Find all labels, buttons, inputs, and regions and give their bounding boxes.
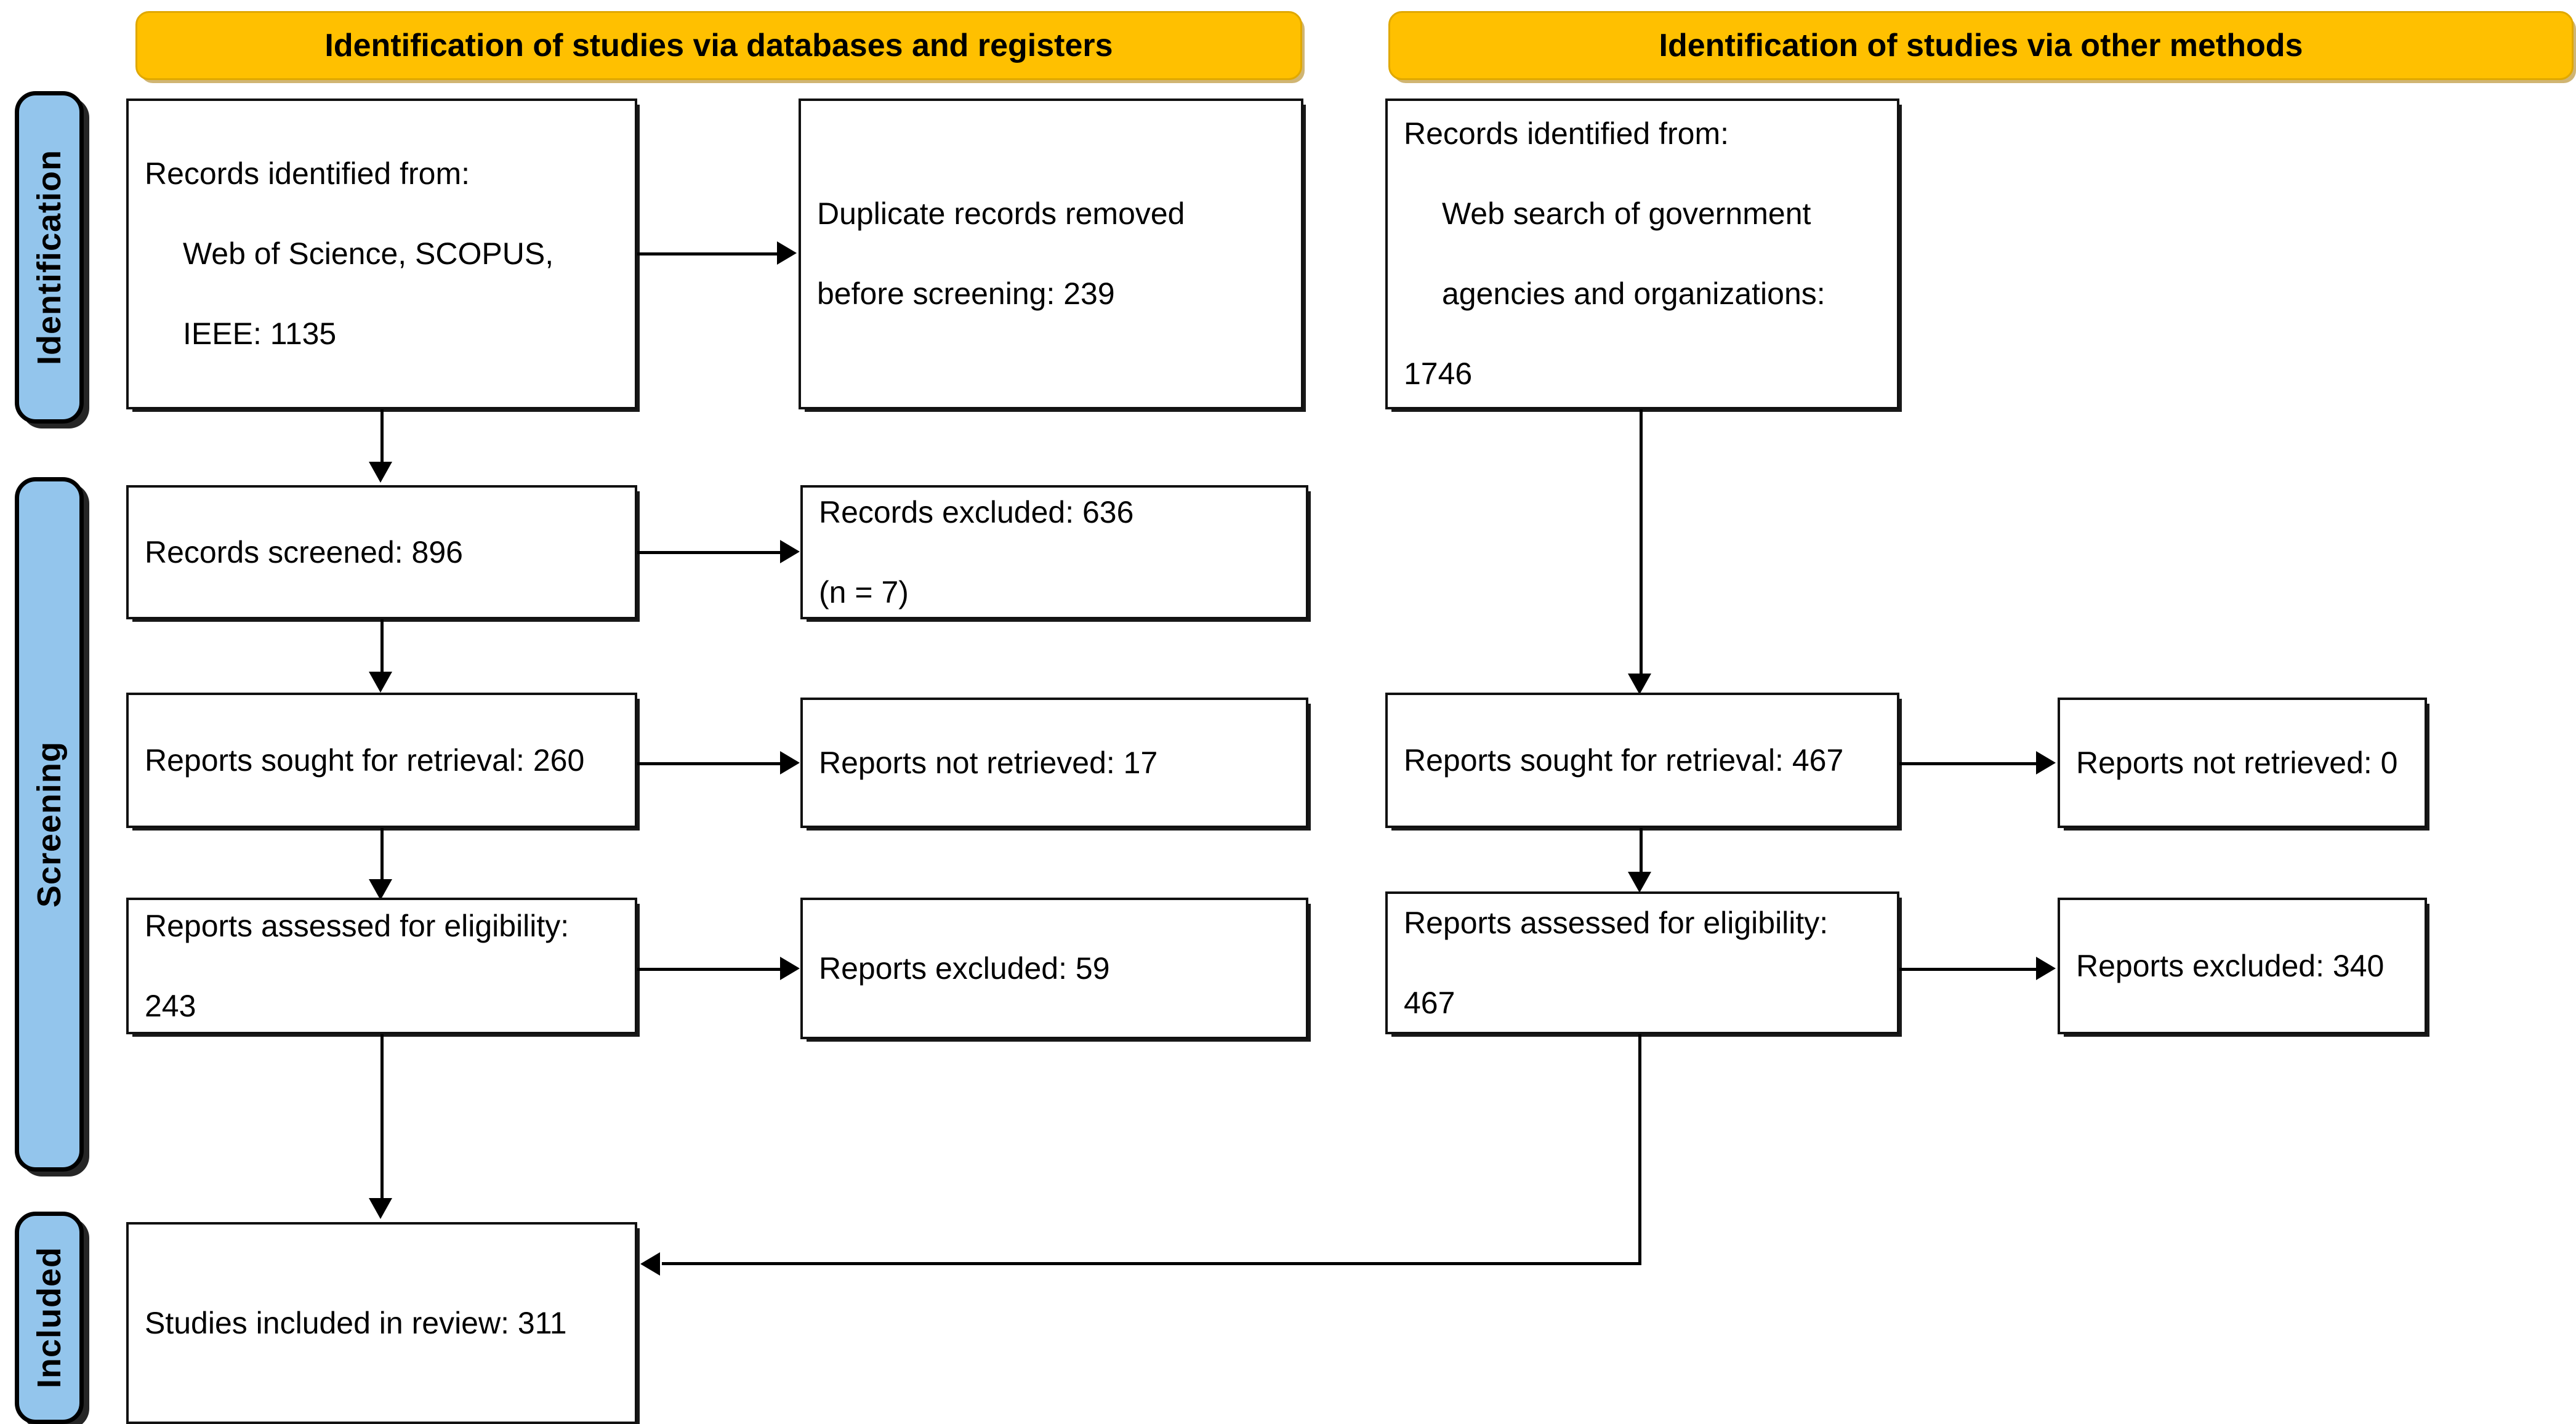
arrowhead-sought-to-assessed-other bbox=[1628, 872, 1651, 893]
connector-identified-to-screened bbox=[380, 409, 384, 464]
reports-not-retrieved-db-line1: Reports not retrieved: 17 bbox=[819, 745, 1158, 780]
box-reports-assessed-other: Reports assessed for eligibility: 467 bbox=[1385, 891, 1899, 1034]
reports-sought-db-line1: Reports sought for retrieval: 260 bbox=[145, 742, 585, 778]
box-reports-excluded-other: Reports excluded: 340 bbox=[2058, 898, 2427, 1034]
arrowhead-sought-to-not-retrieved-other bbox=[2036, 751, 2056, 774]
stage-band-identification: Identification bbox=[15, 91, 84, 424]
stage-band-included-label: Included bbox=[31, 1247, 68, 1389]
arrowhead-identified-to-screened bbox=[369, 462, 392, 483]
connector-identified-other-to-sought bbox=[1640, 409, 1643, 675]
reports-excluded-db-line1: Reports excluded: 59 bbox=[819, 951, 1110, 986]
stage-band-screening: Screening bbox=[15, 477, 84, 1172]
connector-assessed-other-down bbox=[1638, 1034, 1641, 1265]
reports-excluded-other-line1: Reports excluded: 340 bbox=[2076, 948, 2385, 983]
arrowhead-sought-to-not-retrieved-db bbox=[780, 751, 800, 774]
box-reports-assessed-databases: Reports assessed for eligibility: 243 bbox=[126, 898, 637, 1034]
reports-sought-other-line1: Reports sought for retrieval: 467 bbox=[1404, 742, 1844, 778]
duplicates-removed-line2: before screening: 239 bbox=[817, 276, 1115, 311]
reports-assessed-other-line1: Reports assessed for eligibility: bbox=[1404, 905, 1829, 940]
connector-identified-to-duplicates bbox=[637, 252, 779, 255]
stage-band-identification-label: Identification bbox=[31, 150, 68, 365]
stage-band-screening-label: Screening bbox=[31, 741, 68, 908]
arrowhead-identified-to-duplicates bbox=[777, 241, 797, 265]
records-screened-line1: Records screened: 896 bbox=[145, 534, 463, 569]
arrowhead-assessed-other-to-included bbox=[640, 1252, 660, 1276]
box-reports-not-retrieved-databases: Reports not retrieved: 17 bbox=[800, 698, 1308, 828]
records-excluded-line1: Records excluded: 636 bbox=[819, 494, 1134, 529]
box-records-excluded: Records excluded: 636 (n = 7) bbox=[800, 485, 1308, 619]
records-identified-other-line4: 1746 bbox=[1404, 356, 1473, 391]
records-identified-db-line3: IEEE: 1135 bbox=[183, 316, 337, 351]
header-other-methods-label: Identification of studies via other meth… bbox=[1659, 28, 2303, 63]
box-records-screened: Records screened: 896 bbox=[126, 485, 637, 619]
connector-sought-to-not-retrieved-other bbox=[1899, 762, 2038, 765]
stage-band-included: Included bbox=[15, 1212, 84, 1424]
box-reports-sought-databases: Reports sought for retrieval: 260 bbox=[126, 693, 637, 828]
reports-not-retrieved-other-line1: Reports not retrieved: 0 bbox=[2076, 745, 2398, 780]
box-records-identified-databases: Records identified from: Web of Science,… bbox=[126, 99, 637, 409]
header-other-methods: Identification of studies via other meth… bbox=[1388, 11, 2574, 80]
connector-assessed-to-excluded-db bbox=[637, 968, 782, 971]
connector-sought-to-assessed-db bbox=[380, 828, 384, 881]
header-databases-registers-label: Identification of studies via databases … bbox=[324, 28, 1113, 63]
reports-assessed-db-line2: 243 bbox=[145, 988, 196, 1023]
arrowhead-assessed-to-excluded-other bbox=[2036, 957, 2056, 980]
header-databases-registers: Identification of studies via databases … bbox=[135, 11, 1302, 80]
connector-sought-to-assessed-other bbox=[1640, 828, 1643, 874]
records-identified-db-line1: Records identified from: bbox=[145, 156, 470, 191]
records-identified-other-line2: Web search of government bbox=[1442, 196, 1811, 231]
connector-screened-to-sought bbox=[380, 619, 384, 674]
arrowhead-assessed-db-to-included bbox=[369, 1198, 392, 1219]
arrowhead-identified-other-to-sought bbox=[1628, 674, 1651, 694]
box-studies-included-in-review: Studies included in review: 311 bbox=[126, 1222, 637, 1424]
box-duplicate-records-removed: Duplicate records removed before screeni… bbox=[799, 99, 1303, 409]
records-excluded-line2: (n = 7) bbox=[819, 574, 909, 609]
connector-sought-to-not-retrieved-db bbox=[637, 762, 782, 765]
reports-assessed-db-line1: Reports assessed for eligibility: bbox=[145, 908, 570, 943]
box-reports-excluded-databases: Reports excluded: 59 bbox=[800, 898, 1308, 1039]
records-identified-other-line1: Records identified from: bbox=[1404, 116, 1729, 151]
reports-assessed-other-line2: 467 bbox=[1404, 985, 1455, 1020]
box-reports-not-retrieved-other: Reports not retrieved: 0 bbox=[2058, 698, 2427, 828]
connector-assessed-to-excluded-other bbox=[1899, 968, 2038, 971]
arrowhead-screened-to-excluded bbox=[780, 540, 800, 563]
box-records-identified-other: Records identified from: Web search of g… bbox=[1385, 99, 1899, 409]
arrowhead-assessed-to-excluded-db bbox=[780, 957, 800, 980]
studies-included-line1: Studies included in review: 311 bbox=[145, 1305, 567, 1340]
connector-screened-to-excluded bbox=[637, 551, 782, 554]
records-identified-db-line2: Web of Science, SCOPUS, bbox=[183, 236, 554, 271]
duplicates-removed-line1: Duplicate records removed bbox=[817, 196, 1185, 231]
arrowhead-screened-to-sought bbox=[369, 672, 392, 693]
box-reports-sought-other: Reports sought for retrieval: 467 bbox=[1385, 693, 1899, 828]
records-identified-other-line3: agencies and organizations: bbox=[1442, 276, 1825, 311]
connector-assessed-other-to-included bbox=[662, 1262, 1641, 1265]
arrowhead-sought-to-assessed-db bbox=[369, 879, 392, 900]
connector-assessed-db-to-included bbox=[380, 1034, 384, 1201]
